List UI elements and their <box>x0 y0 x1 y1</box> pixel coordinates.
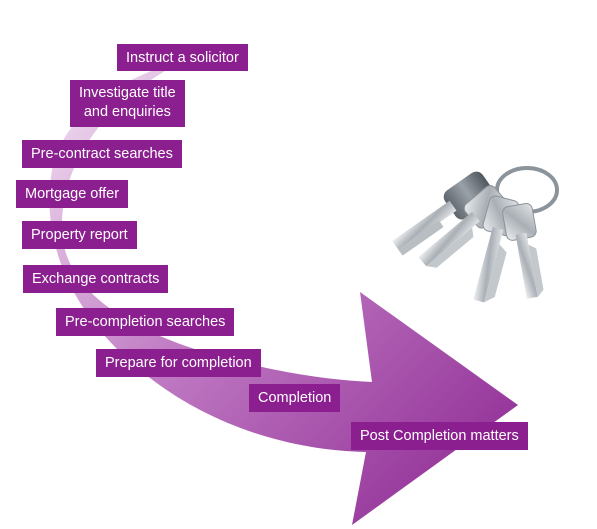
step-post-completion-matters: Post Completion matters <box>351 422 528 450</box>
step-pre-completion-searches: Pre-completion searches <box>56 308 235 336</box>
step-mortgage-offer: Mortgage offer <box>16 180 129 208</box>
step-instruct-solicitor: Instruct a solicitor <box>117 44 248 71</box>
step-completion: Completion <box>249 384 341 412</box>
step-exchange-contracts: Exchange contracts <box>23 265 169 293</box>
step-investigate-title: Investigate title and enquiries <box>70 80 185 127</box>
keyring-icon <box>392 166 559 303</box>
step-pre-contract-searches: Pre-contract searches <box>22 140 182 168</box>
step-property-report: Property report <box>22 221 137 249</box>
step-prepare-for-completion: Prepare for completion <box>96 349 261 377</box>
curved-process-arrow <box>49 58 518 525</box>
